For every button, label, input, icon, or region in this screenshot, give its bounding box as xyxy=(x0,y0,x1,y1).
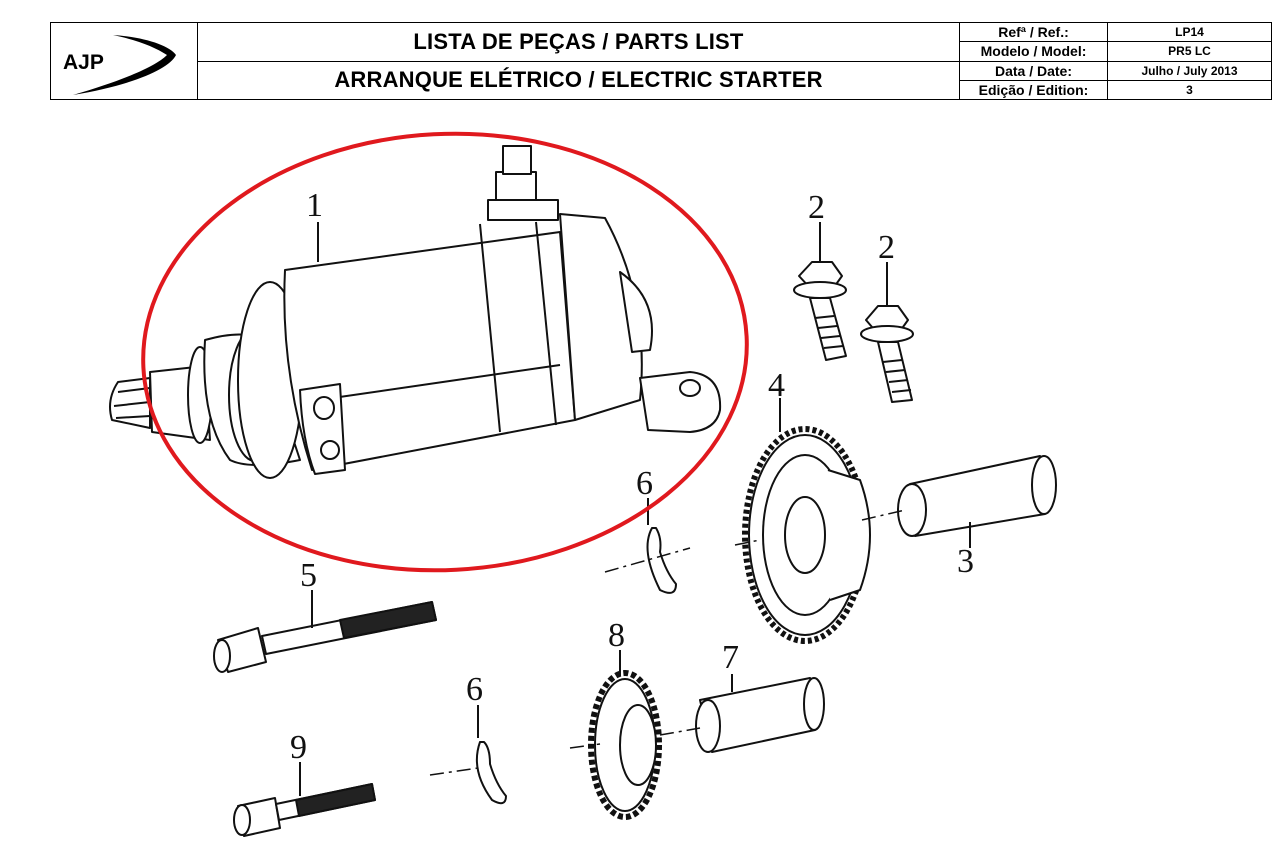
ajp-logo: AJP xyxy=(63,35,176,95)
logo-text: AJP xyxy=(63,51,104,74)
callout-3: 3 xyxy=(957,543,974,580)
meta-label: Edição / Edition: xyxy=(960,80,1108,99)
callout-1: 1 xyxy=(306,187,323,224)
callout-2a: 2 xyxy=(808,189,825,226)
leader-lines xyxy=(299,222,971,796)
title-parts-list: LISTA DE PEÇAS / PARTS LIST xyxy=(413,28,744,54)
gear-part-4 xyxy=(742,426,871,644)
meta-value: LP14 xyxy=(1175,25,1204,40)
axis-lines xyxy=(429,509,906,776)
meta-value: PR5 LC xyxy=(1168,44,1211,59)
bolt-part-2b xyxy=(860,305,914,403)
circlip-part-6a xyxy=(646,527,677,594)
title-electric-starter: ARRANQUE ELÉTRICO / ELECTRIC STARTER xyxy=(198,60,959,100)
callout-6a: 6 xyxy=(636,465,653,502)
logo-cell: AJP xyxy=(51,23,198,99)
bolt-part-2a xyxy=(793,261,847,361)
sleeve-part-7 xyxy=(695,677,825,753)
callout-8: 8 xyxy=(608,617,625,654)
meta-value: Julho / July 2013 xyxy=(1141,63,1238,78)
meta-row-date: Data / Date: Julho / July 2013 xyxy=(960,61,1271,81)
sleeve-part-3 xyxy=(897,455,1057,537)
meta-label: Data / Date: xyxy=(960,61,1108,80)
header-table: AJP LISTA DE PEÇAS / PARTS LIST ARRANQUE… xyxy=(50,22,1272,100)
meta-value: 3 xyxy=(1186,82,1193,97)
meta-label: Modelo / Model: xyxy=(960,42,1108,61)
callout-5: 5 xyxy=(300,557,317,594)
bolt-part-9 xyxy=(233,783,376,837)
title-cell: LISTA DE PEÇAS / PARTS LIST ARRANQUE ELÉ… xyxy=(198,23,960,99)
highlight-ellipse xyxy=(141,131,749,573)
callout-4: 4 xyxy=(768,367,785,404)
logo-swoosh-icon xyxy=(73,35,176,95)
gear-part-8 xyxy=(588,670,662,820)
starter-motor xyxy=(109,145,722,479)
meta-cell: Refª / Ref.: LP14 Modelo / Model: PR5 LC… xyxy=(960,23,1271,99)
meta-row-model: Modelo / Model: PR5 LC xyxy=(960,42,1271,62)
meta-label: Refª / Ref.: xyxy=(960,23,1108,42)
circlip-part-6b xyxy=(475,741,507,805)
callout-2b: 2 xyxy=(878,229,895,266)
callout-9: 9 xyxy=(290,729,307,766)
bolt-part-5 xyxy=(213,601,437,673)
meta-row-edition: Edição / Edition: 3 xyxy=(960,80,1271,99)
callout-6b: 6 xyxy=(466,671,483,708)
callout-7: 7 xyxy=(722,639,739,676)
meta-row-ref: Refª / Ref.: LP14 xyxy=(960,23,1271,43)
